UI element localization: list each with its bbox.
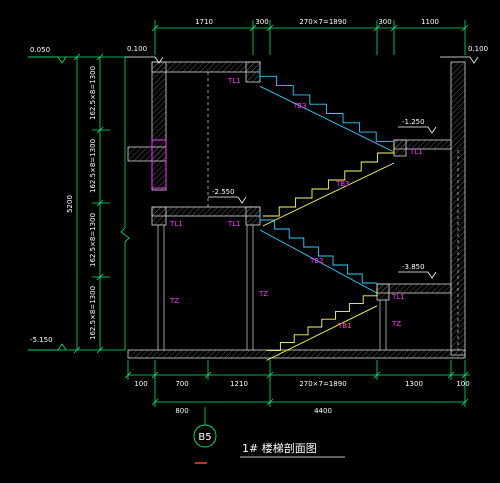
bottom-dim-3: 1210 [230,380,248,388]
label-tl1-mid-left: TL1 [169,220,183,228]
left-dimension-chain [28,53,130,354]
bottom-dim-8: 4400 [314,407,332,415]
flight-upper-down-steps [259,67,393,142]
axis-marker: B5 [193,407,217,448]
flight-upper-return-steps [262,144,395,217]
stair-flights [259,67,395,361]
bottom-dim-1: 100 [134,380,147,388]
level-top-left: 0.100 [127,45,147,53]
left-dim-1: 162.5×8=1300 [89,66,97,120]
top-dimension-chain [151,20,469,55]
label-tz-left: TZ [169,297,179,305]
top-dim-1: 1710 [195,18,213,26]
label-tl1-upper-landing: TL1 [409,148,423,156]
level-left-bottom: -5.150 [30,336,53,344]
flight-lower-return-steps [266,288,378,351]
level-landing-lower: -3.850 [402,263,425,271]
highlight-box [151,139,167,189]
top-dim-3: 270×7=1890 [299,18,346,26]
level-left-top: 0.050 [30,46,50,54]
columns [157,72,459,350]
label-tb3-upper: TB3 [292,102,307,110]
top-dim-2: 300 [255,18,268,26]
level-landing-upper: -1.250 [402,118,425,126]
inner-level-symbols [125,56,479,279]
label-tb2: TB2 [309,257,324,265]
drawing-title: 1# 楼梯剖面图 [242,441,317,455]
left-dim-3: 162.5×8=1300 [89,213,97,267]
bottom-dim-7: 800 [175,407,188,415]
landing-beams [151,61,407,301]
bottom-dim-6: 100 [456,380,469,388]
flight-lower-down-steps [259,211,377,284]
left-dim-2: 162.5×8=1300 [89,139,97,193]
top-dim-4: 300 [378,18,391,26]
flight-upper-return-soffit [262,162,395,227]
top-dim-5: 1100 [421,18,439,26]
structure-walls [127,61,466,359]
bottom-dimension-chain [124,360,470,407]
flight-lower-down-soffit [259,229,378,294]
bottom-dim-5: 1300 [405,380,423,388]
flight-upper-down-soffit [259,85,393,152]
left-dim-4: 162.5×8=1300 [89,286,97,340]
label-tl1-mid-right: TL1 [227,220,241,228]
label-tl1-top: TL1 [227,77,241,85]
level-landing-mid: -2.550 [212,188,235,196]
label-tb1: TB1 [337,322,352,330]
total-height-dim: 5200 [66,195,74,213]
label-tb3-lower: TB3 [335,180,350,188]
flight-lower-return-soffit [266,305,378,361]
bottom-dim-2: 700 [175,380,188,388]
level-top-right: 0.100 [468,45,488,53]
label-tl1-lower-landing: TL1 [391,293,405,301]
label-tz-middle: TZ [258,290,268,298]
label-tz-right: TZ [391,320,401,328]
bottom-dim-4: 270×7=1890 [299,380,346,388]
axis-marker-label: B5 [198,432,211,443]
